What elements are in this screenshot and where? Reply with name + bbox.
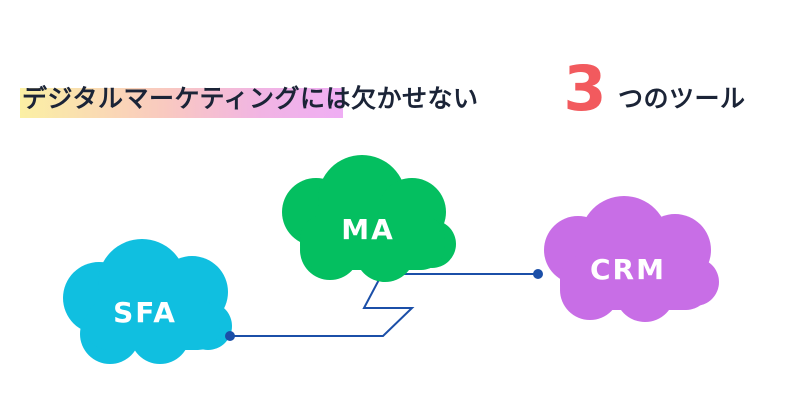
headline-tail-text: つのツール bbox=[618, 84, 746, 113]
headline-highlight-marker bbox=[20, 88, 343, 118]
sfa-connector-dot bbox=[225, 331, 235, 341]
headline-number: 3 bbox=[563, 52, 607, 125]
ma-label: MA bbox=[341, 213, 395, 246]
crm-label: CRM bbox=[590, 253, 666, 286]
headline: デジタルマーケティングには欠かせない 3 つのツール bbox=[0, 0, 800, 140]
crm-connector-dot bbox=[533, 269, 543, 279]
headline-main-text: デジタルマーケティングには欠かせない bbox=[22, 84, 479, 113]
ma-cloud: MA bbox=[282, 155, 456, 282]
connector-sfa-ma bbox=[230, 273, 415, 337]
sfa-label: SFA bbox=[113, 296, 177, 329]
sfa-cloud: SFA bbox=[63, 239, 232, 364]
crm-cloud: CRM bbox=[544, 196, 719, 322]
